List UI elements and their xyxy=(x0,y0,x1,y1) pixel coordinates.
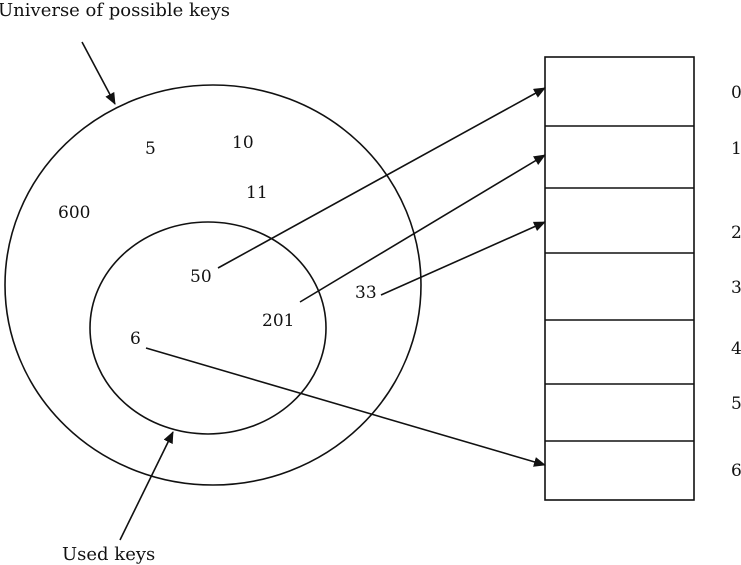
slot-index: 0 xyxy=(731,83,741,103)
slot-index: 4 xyxy=(731,339,741,359)
mapping-arrow-50 xyxy=(217,87,546,269)
hash-table xyxy=(544,56,695,501)
mapping-arrow-6 xyxy=(145,347,546,467)
universe-key: 10 xyxy=(232,133,254,153)
used-keys-label: Used keys xyxy=(62,544,155,565)
hash-table-frame xyxy=(544,56,695,501)
universe-label: Universe of possible keys xyxy=(0,0,230,21)
slot-index: 2 xyxy=(731,223,741,243)
used-keys-pointer-arrow xyxy=(119,431,174,541)
universe-key: 11 xyxy=(246,183,268,203)
slot-index: 1 xyxy=(731,139,741,159)
universe-key: 33 xyxy=(355,283,377,303)
universe-pointer-arrow xyxy=(81,41,116,105)
universe-key: 5 xyxy=(145,139,156,159)
used-key: 50 xyxy=(190,267,212,287)
slot-index: 5 xyxy=(731,394,741,414)
used-key: 6 xyxy=(130,329,141,349)
slot-index: 3 xyxy=(731,278,741,298)
slot-index: 6 xyxy=(731,461,741,481)
used-key: 201 xyxy=(262,311,294,331)
universe-circle xyxy=(4,84,422,486)
mapping-arrow-33 xyxy=(380,221,546,296)
used-keys-circle xyxy=(89,221,327,435)
universe-key: 600 xyxy=(58,203,90,223)
mapping-arrow-201 xyxy=(299,154,546,303)
